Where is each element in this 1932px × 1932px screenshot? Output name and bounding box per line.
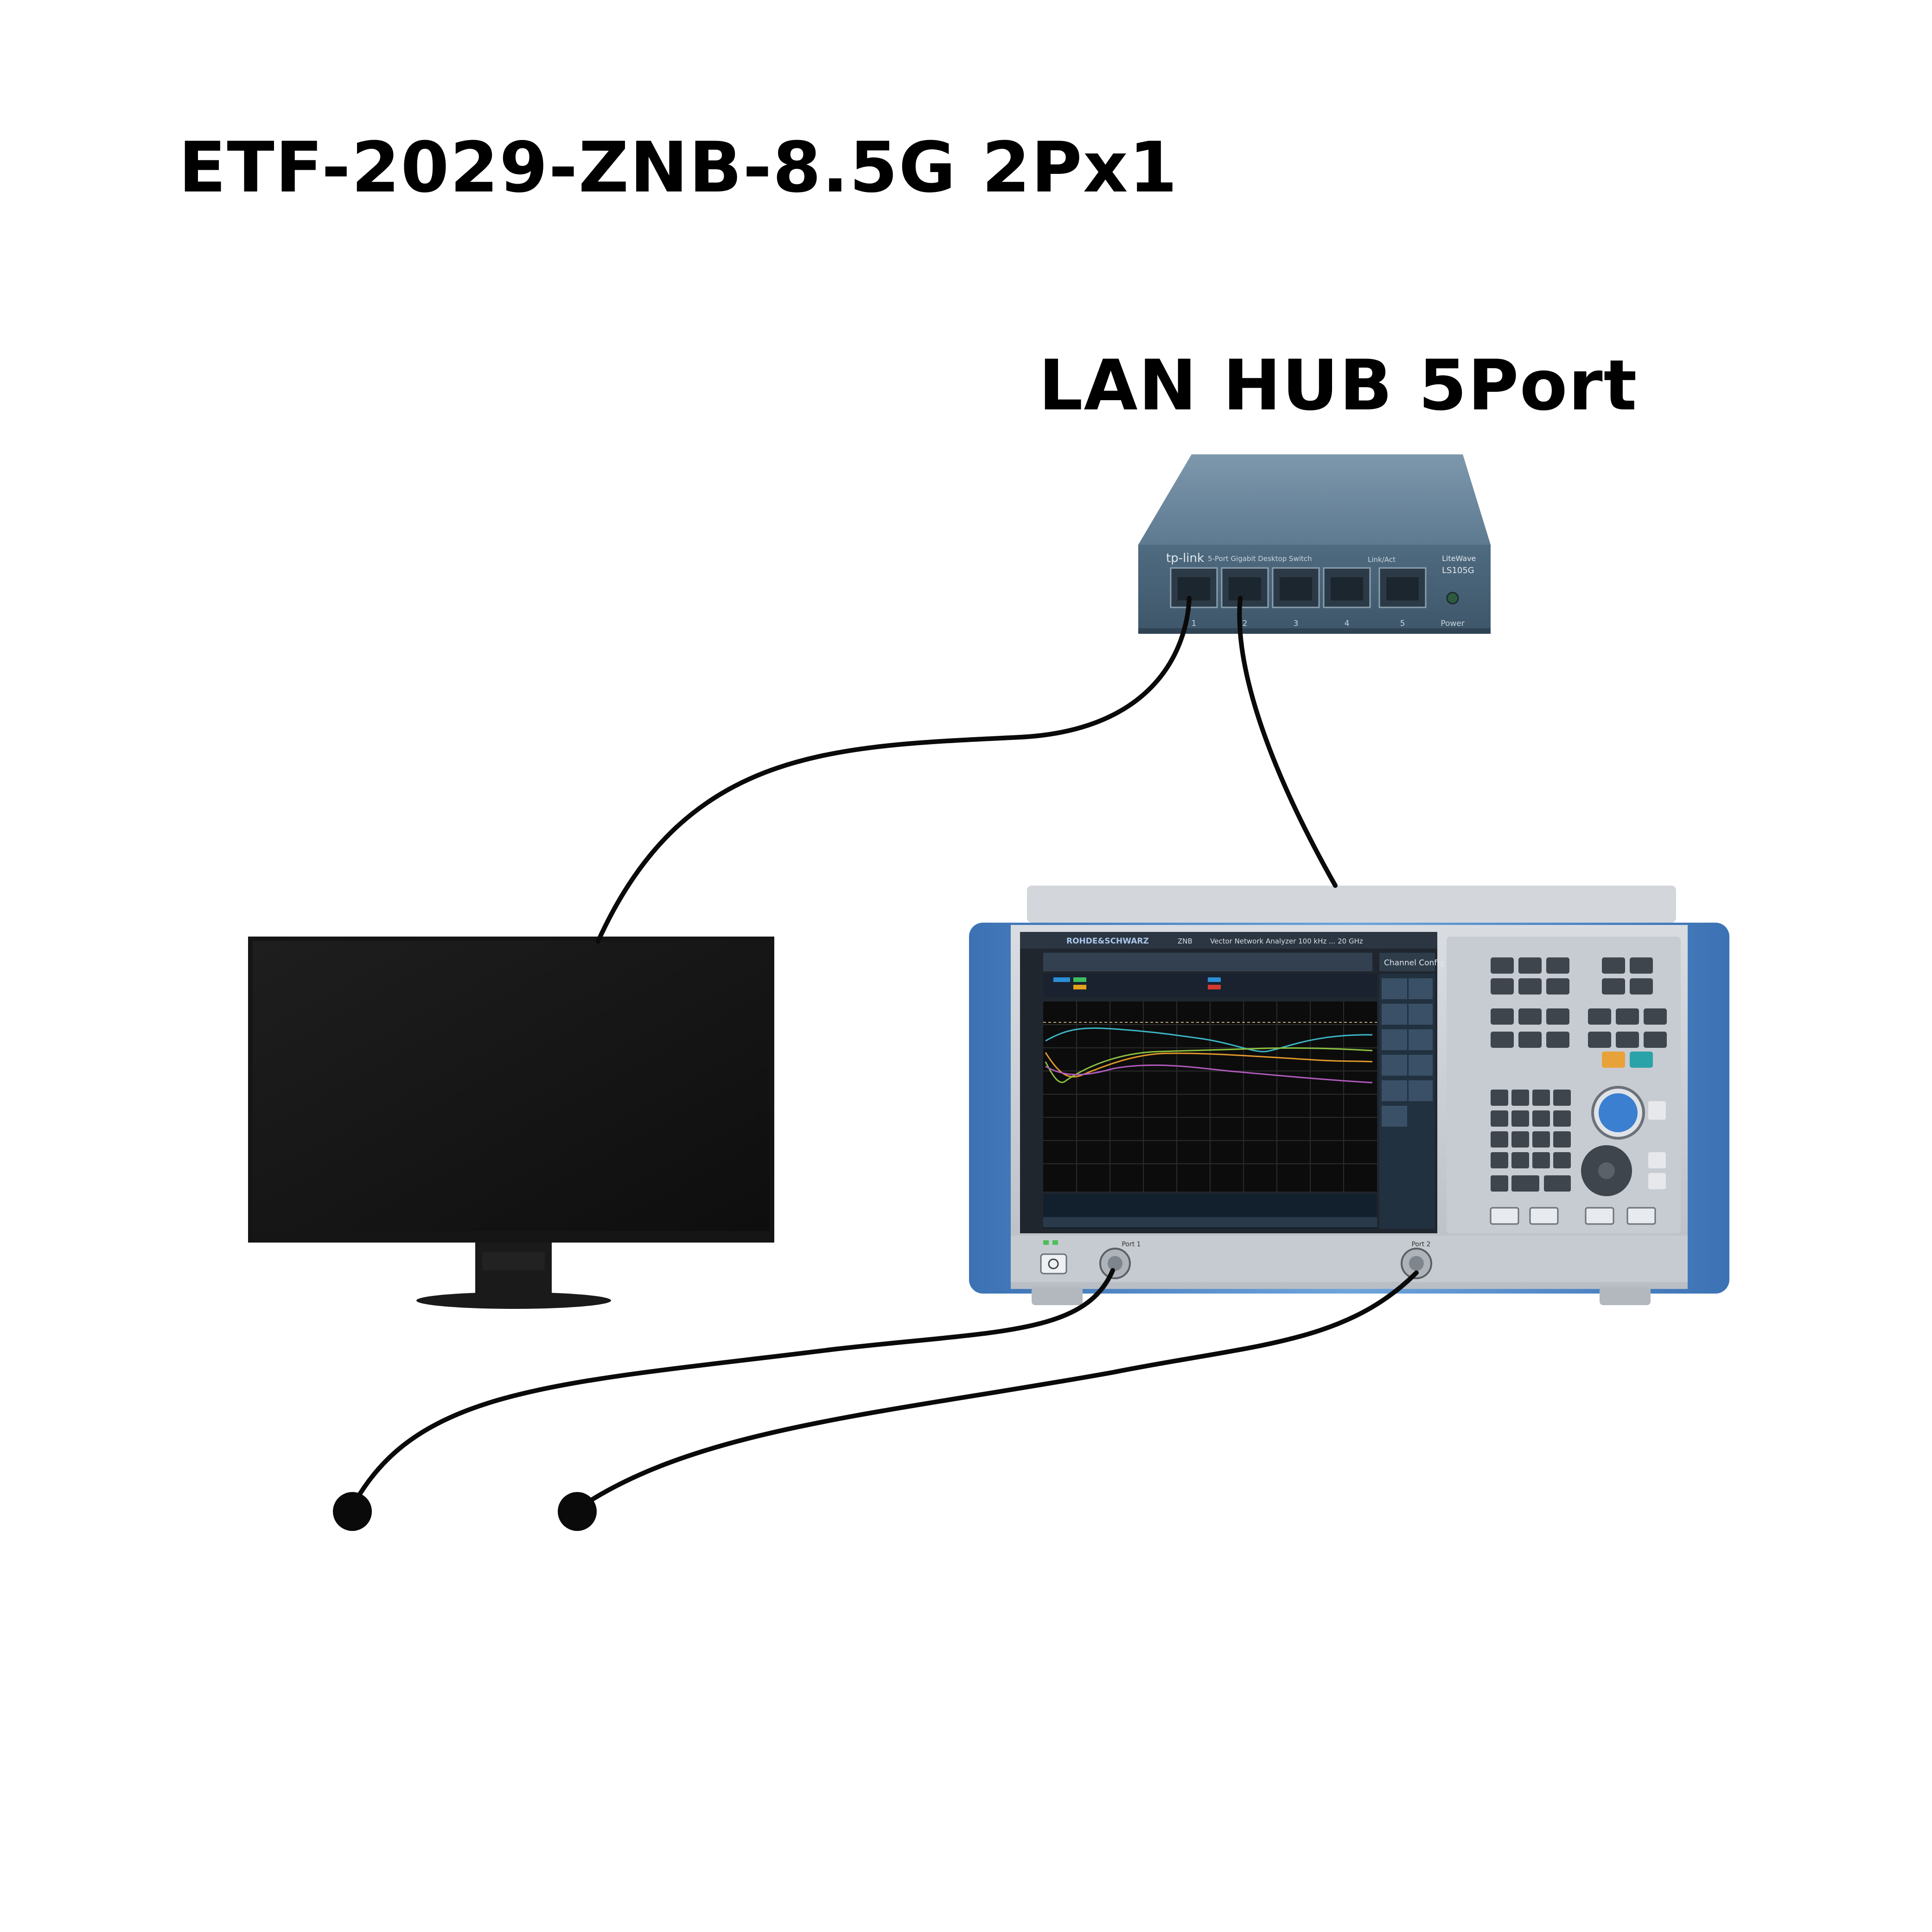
power-icon (1048, 1258, 1059, 1269)
analyzer-brand: ROHDE&SCHWARZ (1066, 937, 1149, 946)
rf-cable-port-1 (350, 1268, 1115, 1509)
trace-cyan (1045, 1027, 1373, 1052)
trace-purple (1045, 1064, 1373, 1084)
hardkey[interactable] (1546, 1008, 1569, 1025)
hardkey[interactable] (1644, 1008, 1667, 1025)
switch-ports (1170, 567, 1427, 608)
analyzer-range: 100 kHz ... 20 GHz (1298, 937, 1363, 945)
hardkey[interactable] (1491, 1032, 1514, 1048)
power-button[interactable] (1040, 1253, 1067, 1275)
softkey[interactable] (1409, 1080, 1433, 1101)
hardkeys (1491, 957, 1667, 1048)
hardkey[interactable] (1630, 957, 1653, 974)
softkey[interactable] (1409, 1055, 1433, 1076)
switch-power-label: Power (1441, 619, 1464, 628)
softkey[interactable] (1382, 1080, 1407, 1101)
analyzer-foot (1600, 1287, 1651, 1305)
hardkey[interactable] (1491, 978, 1514, 995)
switch-top-face (1138, 454, 1491, 545)
softkey[interactable] (1382, 1029, 1407, 1050)
switch-port-number-1: 1 (1192, 619, 1197, 628)
hardkey[interactable] (1491, 957, 1514, 974)
numeric-keypad (1491, 1090, 1571, 1192)
usb-ports (1490, 1207, 1656, 1225)
lan-cable-analyzer (1237, 596, 1338, 888)
hardkey[interactable] (1616, 1032, 1639, 1048)
rf-port-2[interactable] (1401, 1248, 1432, 1279)
switch-series: LiteWave (1442, 554, 1476, 563)
switch-brand: tp-link (1166, 551, 1204, 565)
monitor (248, 937, 774, 1309)
rf-cable-port-2 (575, 1270, 1419, 1511)
usb-port[interactable] (1585, 1207, 1614, 1225)
analyzer-top (1027, 886, 1676, 923)
hardkey[interactable] (1602, 957, 1625, 974)
softkey[interactable] (1382, 1106, 1407, 1127)
hub-label: LAN HUB 5Port (1039, 345, 1638, 426)
analyzer-toolbar (1043, 953, 1372, 971)
switch-port-1[interactable] (1170, 567, 1218, 608)
lan-cable-monitor (596, 596, 1192, 944)
hardkey[interactable] (1518, 957, 1542, 974)
hardkey[interactable] (1602, 978, 1625, 995)
hardkey[interactable] (1518, 1008, 1542, 1025)
softkey[interactable] (1409, 1029, 1433, 1050)
usb-port[interactable] (1626, 1207, 1656, 1225)
switch-description: 5-Port Gigabit Desktop Switch (1208, 555, 1312, 563)
switch-port-number-5: 5 (1400, 619, 1405, 628)
hardkey[interactable] (1630, 978, 1653, 995)
usb-port[interactable] (1490, 1207, 1519, 1225)
switch-port-2[interactable] (1221, 567, 1269, 608)
switch-port-number-2: 2 (1243, 619, 1248, 628)
switch-port-number-4: 4 (1345, 619, 1350, 628)
switch-led-label: Link/Act (1368, 555, 1396, 564)
analyzer-type: Vector Network Analyzer (1210, 937, 1296, 945)
switch-port-4[interactable] (1323, 567, 1371, 608)
port-1-label: Port 1 (1122, 1241, 1141, 1248)
switch-port-3[interactable] (1272, 567, 1320, 608)
trace-grid (1043, 1001, 1377, 1192)
hardkey[interactable] (1546, 957, 1569, 974)
hardkey[interactable] (1491, 1008, 1514, 1025)
usb-port[interactable] (1529, 1207, 1559, 1225)
softkey[interactable] (1409, 978, 1433, 999)
softkey[interactable] (1382, 1004, 1407, 1025)
hardkey[interactable] (1616, 1008, 1639, 1025)
preset-key[interactable] (1630, 1052, 1653, 1068)
hardkey[interactable] (1644, 1032, 1667, 1048)
lan-switch: tp-link 5-Port Gigabit Desktop Switch Li… (1138, 454, 1491, 634)
cable-end-port-2 (558, 1492, 597, 1531)
analyzer-model: ZNB (1178, 937, 1192, 945)
hardkey[interactable] (1588, 1032, 1611, 1048)
softkey[interactable] (1409, 1004, 1433, 1025)
port-2-label: Port 2 (1411, 1241, 1430, 1248)
hardkey[interactable] (1518, 978, 1542, 995)
trace-green (1045, 1047, 1373, 1083)
switch-port-number-3: 3 (1294, 619, 1299, 628)
monitor-stand-base (416, 1292, 611, 1309)
analyzer-foot (1032, 1287, 1083, 1305)
info-key[interactable] (1602, 1052, 1625, 1068)
hardkey[interactable] (1546, 978, 1569, 995)
cable-end-port-1 (333, 1492, 372, 1531)
monitor-screen (253, 941, 770, 1231)
diagram-title: ETF-2029-ZNB-8.5G 2Px1 (179, 128, 1179, 208)
rf-port-1[interactable] (1099, 1248, 1131, 1279)
hardkey[interactable] (1546, 1032, 1569, 1048)
trace-orange (1045, 1052, 1373, 1078)
panel-title: Channel Config (1384, 958, 1444, 968)
hardkey[interactable] (1588, 1008, 1611, 1025)
network-analyzer: ROHDE&SCHWARZ ZNB Vector Network Analyze… (969, 886, 1729, 1305)
softkeys (1382, 978, 1433, 1127)
softkey[interactable] (1382, 1055, 1407, 1076)
power-led-icon (1446, 592, 1459, 605)
softkey[interactable] (1382, 978, 1407, 999)
hardkey[interactable] (1518, 1032, 1542, 1048)
cables (350, 596, 1419, 1511)
switch-port-5[interactable] (1378, 567, 1427, 608)
switch-model: LS105G (1442, 566, 1474, 575)
